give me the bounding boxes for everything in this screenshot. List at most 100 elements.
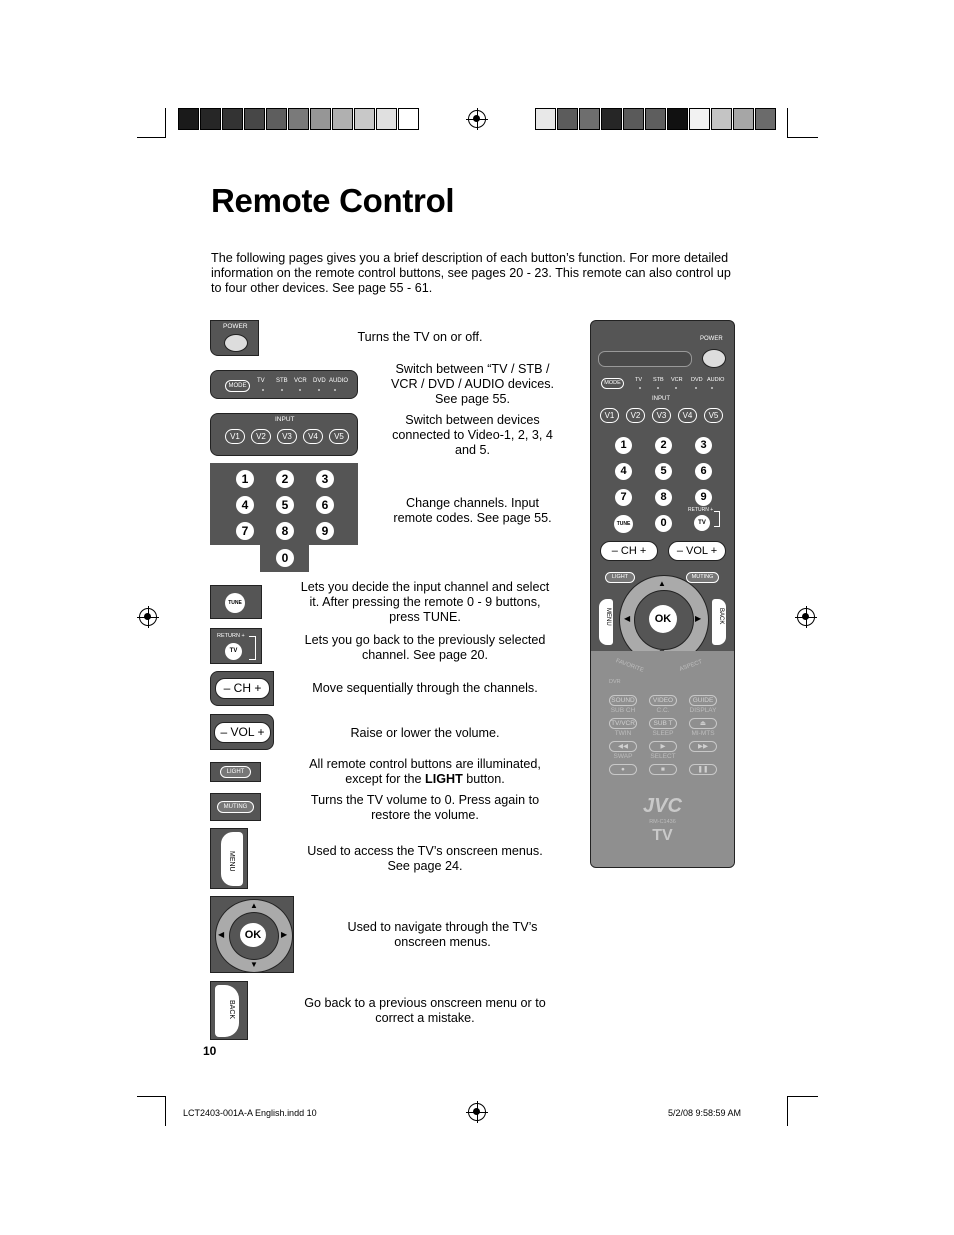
remote-play-icon[interactable]: ▶ <box>649 741 677 752</box>
remote-brand-logo: JVC <box>643 795 682 817</box>
color-swatch <box>376 108 397 130</box>
footer-file: LCT2403-001A-A English.indd 10 <box>183 1108 317 1118</box>
remote-input-button-v3[interactable]: V3 <box>652 408 671 423</box>
remote-number-button-9[interactable]: 9 <box>695 489 712 506</box>
device-label-4: AUDIO <box>329 378 349 384</box>
input-button-v2[interactable]: V2 <box>251 429 271 444</box>
back-button[interactable] <box>215 985 239 1037</box>
number-button-3[interactable]: 3 <box>316 470 334 488</box>
menu-label: MENU <box>228 851 235 872</box>
remote-number-button-5[interactable]: 5 <box>655 463 672 480</box>
remote-illustration: POWER MODE INPUT TUNE RETURN + TV – CH +… <box>590 320 735 868</box>
remote-tv-button[interactable]: TV <box>694 515 710 531</box>
remote-number-button-4[interactable]: 4 <box>615 463 632 480</box>
remote-guide-button[interactable]: GUIDE <box>689 695 717 706</box>
number-button-7[interactable]: 7 <box>236 522 254 540</box>
remote-device-label-4: AUDIO <box>707 377 725 383</box>
menu-panel: MENU <box>210 828 248 889</box>
remote-number-button-3[interactable]: 3 <box>695 437 712 454</box>
registration-mark-icon <box>466 108 488 130</box>
remote-stop-icon[interactable]: ■ <box>649 764 677 775</box>
menu-button[interactable] <box>221 832 243 886</box>
remote-muting-button[interactable]: MUTING <box>686 572 719 583</box>
input-label: INPUT <box>275 416 295 423</box>
left-arrow-icon[interactable]: ◀ <box>218 930 225 939</box>
remote-sub-t-button[interactable]: SUB T <box>649 718 677 729</box>
remote-number-button-8[interactable]: 8 <box>655 489 672 506</box>
up-arrow-icon[interactable]: ▲ <box>250 901 258 910</box>
remote-ff-icon[interactable]: ▶▶ <box>689 741 717 752</box>
number-button-4[interactable]: 4 <box>236 496 254 514</box>
remote-rew-icon[interactable]: ◀◀ <box>609 741 637 752</box>
remote-number-button-1[interactable]: 1 <box>615 437 632 454</box>
color-swatch <box>288 108 309 130</box>
remote-ch-button[interactable]: – CH + <box>600 541 658 561</box>
remote-tv-vcr-button[interactable]: TV/VCR <box>609 718 637 729</box>
light-button[interactable]: LIGHT <box>220 766 251 778</box>
device-label-1: STB <box>276 378 288 384</box>
number-button-5[interactable]: 5 <box>276 496 294 514</box>
remote-mode-button[interactable]: MODE <box>601 378 624 389</box>
remote-sound-button[interactable]: SOUND <box>609 695 637 706</box>
power-panel: POWER <box>210 320 259 356</box>
remote-back-button[interactable] <box>712 599 726 645</box>
remote-input-button-v5[interactable]: V5 <box>704 408 723 423</box>
number-button-2[interactable]: 2 <box>276 470 294 488</box>
remote-power-label: POWER <box>700 336 723 342</box>
number-button-9[interactable]: 9 <box>316 522 334 540</box>
vol-button[interactable]: – VOL + <box>214 722 271 743</box>
remote-input-button-v4[interactable]: V4 <box>678 408 697 423</box>
ch-button[interactable]: – CH + <box>215 678 270 699</box>
input-button-v5[interactable]: V5 <box>329 429 349 444</box>
remote-light-button[interactable]: LIGHT <box>605 572 635 583</box>
muting-button[interactable]: MUTING <box>217 801 254 813</box>
tv-button[interactable]: TV <box>225 643 242 660</box>
number-button-8[interactable]: 8 <box>276 522 294 540</box>
device-label-3: DVD <box>313 378 326 384</box>
color-bar-right <box>535 108 777 130</box>
remote-right-arrow-icon[interactable]: ▶ <box>695 614 702 623</box>
remote-input-button-v1[interactable]: V1 <box>600 408 619 423</box>
right-arrow-icon[interactable]: ▶ <box>281 930 288 939</box>
remote-pause-icon[interactable]: ❚❚ <box>689 764 717 775</box>
remote-eject-icon[interactable]: ⏏ <box>689 718 717 729</box>
color-swatch <box>535 108 556 130</box>
device-indicator <box>281 389 283 391</box>
tune-button[interactable]: TUNE <box>225 593 245 613</box>
remote-number-button-7[interactable]: 7 <box>615 489 632 506</box>
remote-tune-button[interactable]: TUNE <box>614 515 633 533</box>
remote-video-button[interactable]: VIDEO <box>649 695 677 706</box>
number-button-0[interactable]: 0 <box>276 549 294 567</box>
remote-number-button-0[interactable]: 0 <box>655 515 672 532</box>
remote-vol-button[interactable]: – VOL + <box>668 541 726 561</box>
tune-panel: TUNE <box>210 585 262 619</box>
registration-mark-icon <box>137 606 159 628</box>
menu-description: Used to access the TV’s onscreen menus. … <box>307 844 543 873</box>
remote-ok-button[interactable]: OK <box>649 605 677 633</box>
input-button-v1[interactable]: V1 <box>225 429 245 444</box>
ok-button[interactable]: OK <box>240 923 266 947</box>
remote-number-button-2[interactable]: 2 <box>655 437 672 454</box>
number-button-1[interactable]: 1 <box>236 470 254 488</box>
color-swatch <box>222 108 243 130</box>
mode-button[interactable]: MODE <box>225 380 250 392</box>
power-button[interactable] <box>224 334 248 352</box>
down-arrow-icon[interactable]: ▼ <box>250 960 258 969</box>
remote-menu-button[interactable] <box>599 599 613 645</box>
input-button-v4[interactable]: V4 <box>303 429 323 444</box>
remote-left-arrow-icon[interactable]: ◀ <box>624 614 631 623</box>
remote-input-button-v2[interactable]: V2 <box>626 408 645 423</box>
footer-date: 5/2/08 9:58:59 AM <box>668 1108 742 1118</box>
number-button-6[interactable]: 6 <box>316 496 334 514</box>
remote-power-button[interactable] <box>702 349 726 368</box>
remote-number-button-6[interactable]: 6 <box>695 463 712 480</box>
color-swatch <box>755 108 776 130</box>
device-indicator <box>318 389 320 391</box>
device-label-0: TV <box>257 378 265 384</box>
input-description: Switch between devices connected to Vide… <box>392 413 553 457</box>
color-swatch <box>398 108 419 130</box>
input-button-v3[interactable]: V3 <box>277 429 297 444</box>
remote-rec-icon[interactable]: ● <box>609 764 637 775</box>
remote-up-arrow-icon[interactable]: ▲ <box>658 579 666 588</box>
vol-panel: – VOL + <box>210 714 274 750</box>
